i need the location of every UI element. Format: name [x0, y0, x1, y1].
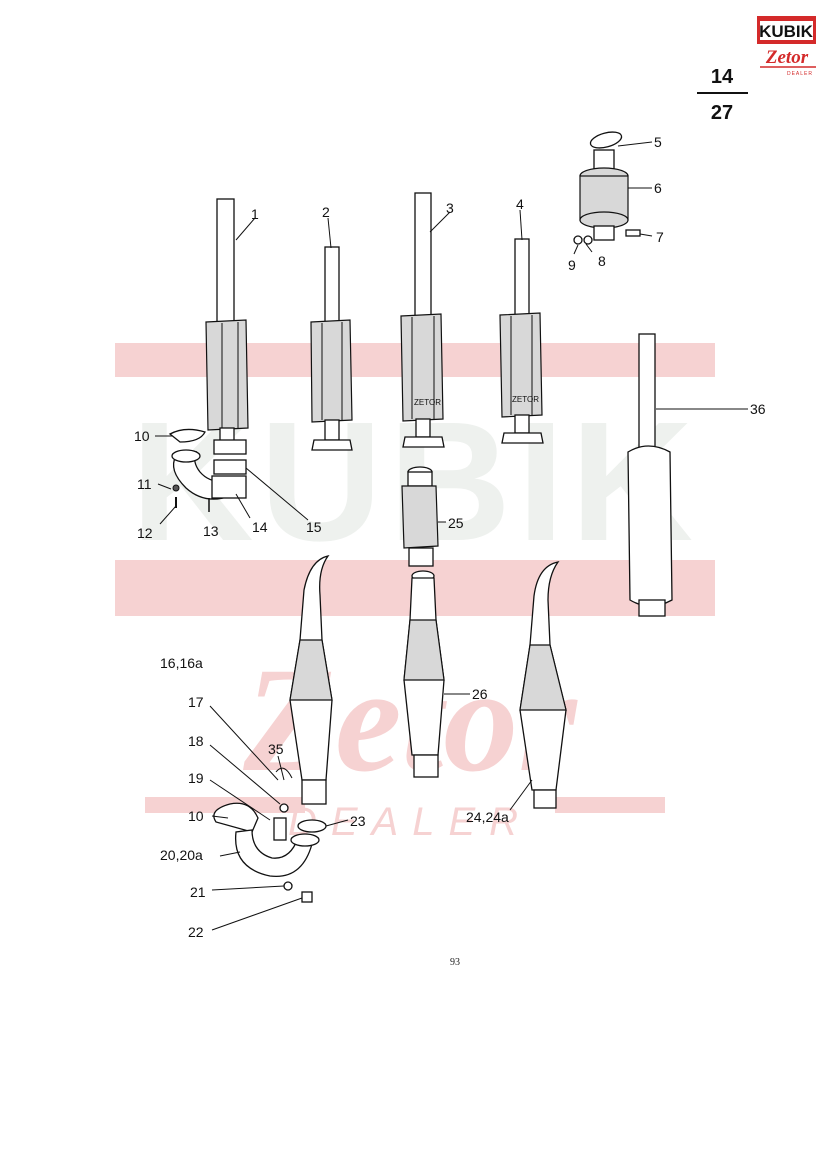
label-36: 36 [750, 401, 766, 417]
label-8: 8 [598, 253, 606, 269]
label-14: 14 [252, 519, 268, 535]
label-7: 7 [656, 229, 664, 245]
muffler-part-2 [310, 246, 353, 451]
svg-text:14: 14 [711, 66, 734, 88]
page-number: 93 [450, 957, 460, 968]
label-5: 5 [654, 134, 662, 150]
leader-lines [155, 141, 748, 931]
svg-text:KUBIK: KUBIK [759, 22, 814, 41]
svg-text:27: 27 [711, 102, 733, 124]
label-2: 2 [322, 204, 330, 220]
label-21: 21 [190, 884, 206, 900]
muffler-part-3: ZETOR [400, 192, 445, 448]
label-9: 9 [568, 257, 576, 273]
svg-text:Zetor: Zetor [765, 47, 809, 68]
svg-text:DEALER: DEALER [787, 71, 813, 77]
label-35: 35 [268, 741, 284, 757]
muffler-part-36 [627, 333, 673, 617]
label-18: 18 [188, 733, 204, 749]
label-4: 4 [516, 196, 524, 212]
label-1: 1 [251, 206, 259, 222]
label-13: 13 [203, 523, 219, 539]
label-24: 24,24a [466, 809, 509, 825]
muffler-part-4: ZETOR [499, 238, 544, 444]
svg-text:DEALER: DEALER [288, 800, 532, 844]
label-20: 20,20a [160, 847, 203, 863]
label-16: 16,16a [160, 655, 203, 671]
muffler-part-16 [213, 554, 333, 903]
label-10-bottom: 10 [188, 808, 204, 824]
label-17: 17 [188, 694, 204, 710]
muffler-part-1 [205, 198, 249, 443]
label-23: 23 [350, 813, 366, 829]
small-muffler-parts-5-9 [573, 131, 641, 245]
svg-text:ZETOR: ZETOR [414, 398, 441, 407]
label-3: 3 [446, 200, 454, 216]
label-19: 19 [188, 770, 204, 786]
label-22: 22 [188, 924, 204, 940]
manifold-elbow-parts-10-15 [168, 428, 247, 512]
label-25: 25 [448, 515, 464, 531]
part-labels: 1 2 3 4 5 6 7 8 9 36 10 11 12 13 14 15 2… [134, 134, 766, 940]
label-6: 6 [654, 180, 662, 196]
label-11: 11 [137, 476, 152, 492]
muffler-part-26 [403, 570, 445, 778]
svg-text:ZETOR: ZETOR [512, 395, 539, 404]
page-reference: 14 27 [697, 66, 748, 124]
label-12: 12 [137, 525, 153, 541]
label-26: 26 [472, 686, 488, 702]
pipe-part-25 [401, 466, 439, 567]
kubik-logo: KUBIK Zetor DEALER [757, 16, 816, 77]
label-10-top: 10 [134, 428, 150, 444]
muffler-part-24 [519, 561, 567, 809]
label-15: 15 [306, 519, 322, 535]
